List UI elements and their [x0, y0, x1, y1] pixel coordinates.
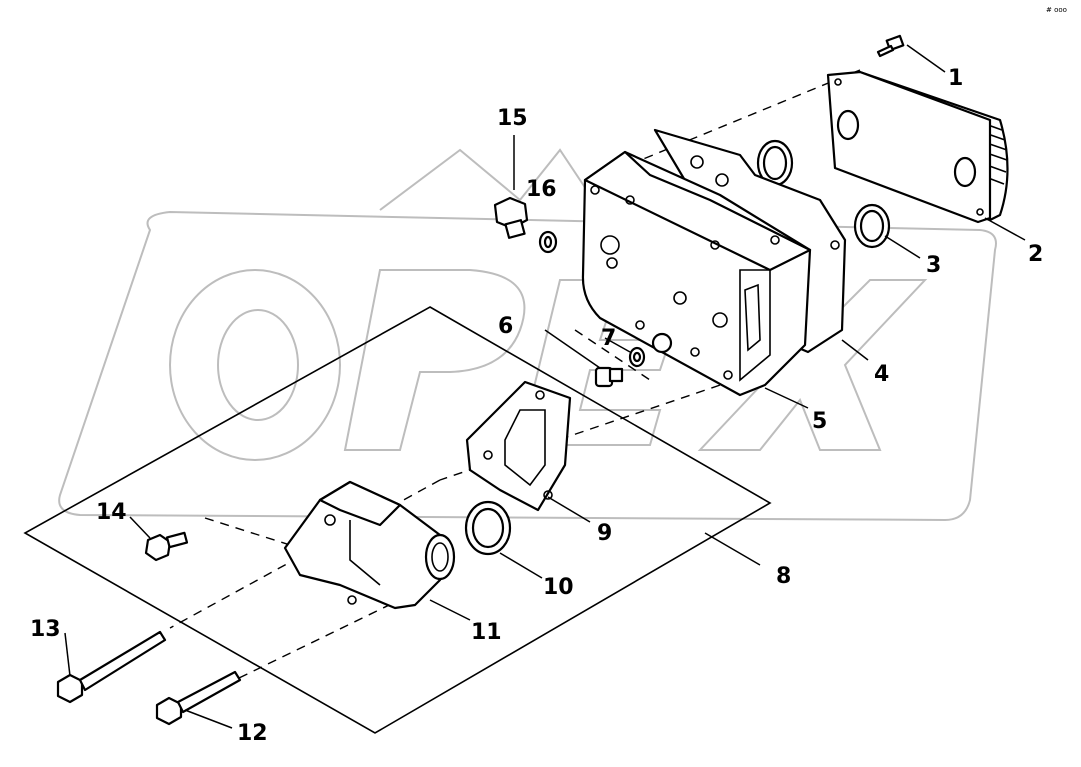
housing-plug: [651, 332, 673, 354]
bolt-part-12: [155, 670, 242, 726]
cover-elbow-part-11: [283, 480, 456, 610]
cooler-housing-part-5: [581, 150, 812, 397]
callout-2: 2: [1028, 242, 1043, 267]
callout-1: 1: [948, 66, 963, 91]
washer-part-7: [628, 346, 646, 368]
watermark-logo: [58, 148, 997, 522]
callout-4: 4: [874, 362, 889, 387]
callout-15: 15: [497, 106, 528, 131]
callout-5: 5: [812, 409, 827, 434]
callout-12: 12: [237, 721, 268, 746]
washer-part-16: [538, 230, 558, 254]
o-ring-part-10: [464, 500, 512, 556]
oil-cooler-core: [826, 70, 1009, 224]
callout-16: 16: [526, 177, 557, 202]
cover-gasket-part-9: [465, 380, 572, 512]
callout-13: 13: [30, 617, 61, 642]
callout-14: 14: [96, 500, 127, 525]
leader-lines: [64, 44, 1026, 729]
drain-plug-part-6: [594, 366, 624, 388]
callout-3: 3: [926, 253, 941, 278]
bolt-part-14: [144, 531, 189, 562]
callouts: 1 2 3 4 5 6 7 8 9 10 11 12 13 14 15 16: [30, 66, 1043, 746]
callout-7: 7: [601, 326, 616, 351]
callout-6: 6: [498, 314, 513, 339]
corner-code: # ooo: [1046, 6, 1067, 14]
plug-part-15: [493, 196, 529, 239]
callout-8: 8: [776, 564, 791, 589]
callout-10: 10: [543, 575, 574, 600]
long-bolt-part-13: [56, 630, 167, 704]
assembly-outline-plate: [23, 306, 772, 734]
bolt-part-1: [876, 34, 905, 58]
callout-11: 11: [471, 620, 502, 645]
callout-9: 9: [597, 521, 612, 546]
gasket-rings-part-3: [756, 139, 891, 249]
